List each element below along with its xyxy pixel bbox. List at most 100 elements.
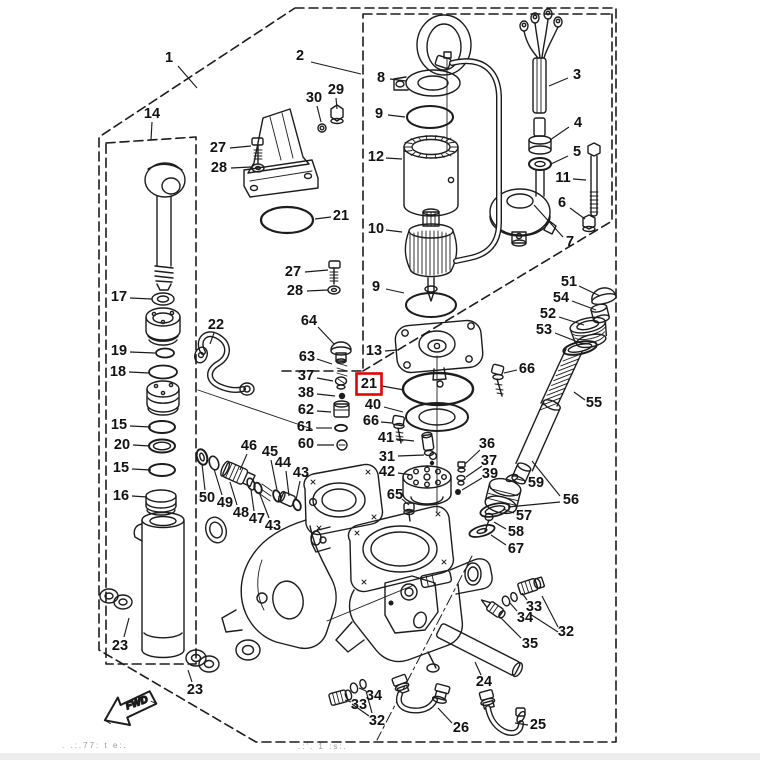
callout-18[interactable]: 18 xyxy=(110,364,126,380)
callout-28[interactable]: 28 xyxy=(211,160,227,176)
part-46-spring xyxy=(259,483,273,502)
callout-49[interactable]: 49 xyxy=(217,495,233,511)
callout-10[interactable]: 10 xyxy=(368,221,384,237)
callout-41[interactable]: 41 xyxy=(378,430,394,446)
callout-37[interactable]: 37 xyxy=(298,368,314,384)
callout-62[interactable]: 62 xyxy=(298,402,314,418)
leader-line xyxy=(129,425,152,428)
leader-line xyxy=(306,289,329,292)
callout-34[interactable]: 34 xyxy=(517,610,533,626)
callout-23[interactable]: 23 xyxy=(187,682,203,698)
callout-9[interactable]: 9 xyxy=(372,279,380,295)
callout-56[interactable]: 56 xyxy=(563,492,579,508)
callout-17[interactable]: 17 xyxy=(111,289,127,305)
callout-46[interactable]: 46 xyxy=(241,438,257,454)
callout-37[interactable]: 37 xyxy=(481,453,497,469)
callout-63[interactable]: 63 xyxy=(299,349,315,365)
callout-6[interactable]: 6 xyxy=(558,195,566,211)
callout-26[interactable]: 26 xyxy=(453,720,469,736)
leader-line xyxy=(316,410,332,413)
part-10-armature xyxy=(404,208,458,302)
callout-20[interactable]: 20 xyxy=(114,437,130,453)
callout-5[interactable]: 5 xyxy=(573,144,581,160)
callout-54[interactable]: 54 xyxy=(553,290,569,306)
callout-15[interactable]: 15 xyxy=(113,460,129,476)
callout-24[interactable]: 24 xyxy=(476,674,492,690)
part-15-o-ring xyxy=(148,420,176,434)
leader-line xyxy=(131,495,148,498)
leader-line xyxy=(258,491,270,519)
callout-12[interactable]: 12 xyxy=(368,149,384,165)
callout-21[interactable]: 21 xyxy=(333,208,349,224)
part-4-fitting xyxy=(528,135,552,155)
callout-27[interactable]: 27 xyxy=(285,264,301,280)
callout-57[interactable]: 57 xyxy=(516,508,532,524)
callout-27[interactable]: 27 xyxy=(210,140,226,156)
callout-14[interactable]: 14 xyxy=(144,106,160,122)
leader-line xyxy=(229,145,252,149)
callout-43[interactable]: 43 xyxy=(293,465,309,481)
callout-39[interactable]: 39 xyxy=(482,466,498,482)
callout-51[interactable]: 51 xyxy=(561,274,577,290)
part-14-tilt-rod xyxy=(144,162,186,291)
callout-11[interactable]: 11 xyxy=(555,170,570,186)
callout-32[interactable]: 32 xyxy=(369,713,385,729)
callout-40[interactable]: 40 xyxy=(365,397,381,413)
callout-15[interactable]: 15 xyxy=(111,417,127,433)
callout-8[interactable]: 8 xyxy=(377,70,385,86)
callout-47[interactable]: 47 xyxy=(249,511,265,527)
callout-45[interactable]: 45 xyxy=(262,444,278,460)
callout-42[interactable]: 42 xyxy=(379,464,395,480)
callout-52[interactable]: 52 xyxy=(540,306,556,322)
callout-1[interactable]: 1 xyxy=(165,50,173,66)
callout-22[interactable]: 22 xyxy=(208,317,224,333)
callout-66[interactable]: 66 xyxy=(363,413,379,429)
part-23-bushing-left xyxy=(99,588,133,610)
callout-67[interactable]: 67 xyxy=(508,541,524,557)
part-38-ball xyxy=(338,392,346,400)
callout-32[interactable]: 32 xyxy=(558,624,574,640)
callout-16[interactable]: 16 xyxy=(113,488,129,504)
part-50-ring xyxy=(195,448,209,466)
callout-2[interactable]: 2 xyxy=(296,48,304,64)
part-8-bracket xyxy=(393,14,472,97)
callout-19[interactable]: 19 xyxy=(111,343,127,359)
leader-line xyxy=(129,351,156,354)
callout-25[interactable]: 25 xyxy=(530,717,546,733)
callout-61[interactable]: 61 xyxy=(297,419,313,435)
callout-21[interactable]: 21 xyxy=(361,376,377,392)
callout-30[interactable]: 30 xyxy=(306,90,322,106)
callout-4[interactable]: 4 xyxy=(574,115,582,131)
callout-35[interactable]: 35 xyxy=(522,636,538,652)
callout-66[interactable]: 66 xyxy=(519,361,535,377)
callout-43[interactable]: 43 xyxy=(265,518,281,534)
callout-28[interactable]: 28 xyxy=(287,283,303,299)
callout-60[interactable]: 60 xyxy=(298,436,314,452)
callout-55[interactable]: 55 xyxy=(586,395,602,411)
callout-38[interactable]: 38 xyxy=(298,385,314,401)
callout-65[interactable]: 65 xyxy=(387,487,403,503)
callout-33[interactable]: 33 xyxy=(526,599,542,615)
leader-line xyxy=(397,454,425,457)
callout-58[interactable]: 58 xyxy=(508,524,524,540)
callout-50[interactable]: 50 xyxy=(199,490,215,506)
callout-34[interactable]: 34 xyxy=(366,688,382,704)
group-boundaries xyxy=(98,7,617,743)
callout-7[interactable]: 7 xyxy=(566,234,574,250)
callout-29[interactable]: 29 xyxy=(328,82,344,98)
callout-3[interactable]: 3 xyxy=(573,67,581,83)
callout-9[interactable]: 9 xyxy=(375,106,383,122)
callout-36[interactable]: 36 xyxy=(479,436,495,452)
callout-53[interactable]: 53 xyxy=(536,322,552,338)
leader-line xyxy=(514,722,529,726)
callout-48[interactable]: 48 xyxy=(233,505,249,521)
callout-33[interactable]: 33 xyxy=(351,697,367,713)
callout-31[interactable]: 31 xyxy=(379,449,395,465)
callout-64[interactable]: 64 xyxy=(301,313,317,329)
callout-23[interactable]: 23 xyxy=(112,638,128,654)
callout-44[interactable]: 44 xyxy=(275,455,291,471)
part-48-valve-body xyxy=(220,460,256,488)
callout-13[interactable]: 13 xyxy=(366,343,382,359)
callout-59[interactable]: 59 xyxy=(528,475,544,491)
